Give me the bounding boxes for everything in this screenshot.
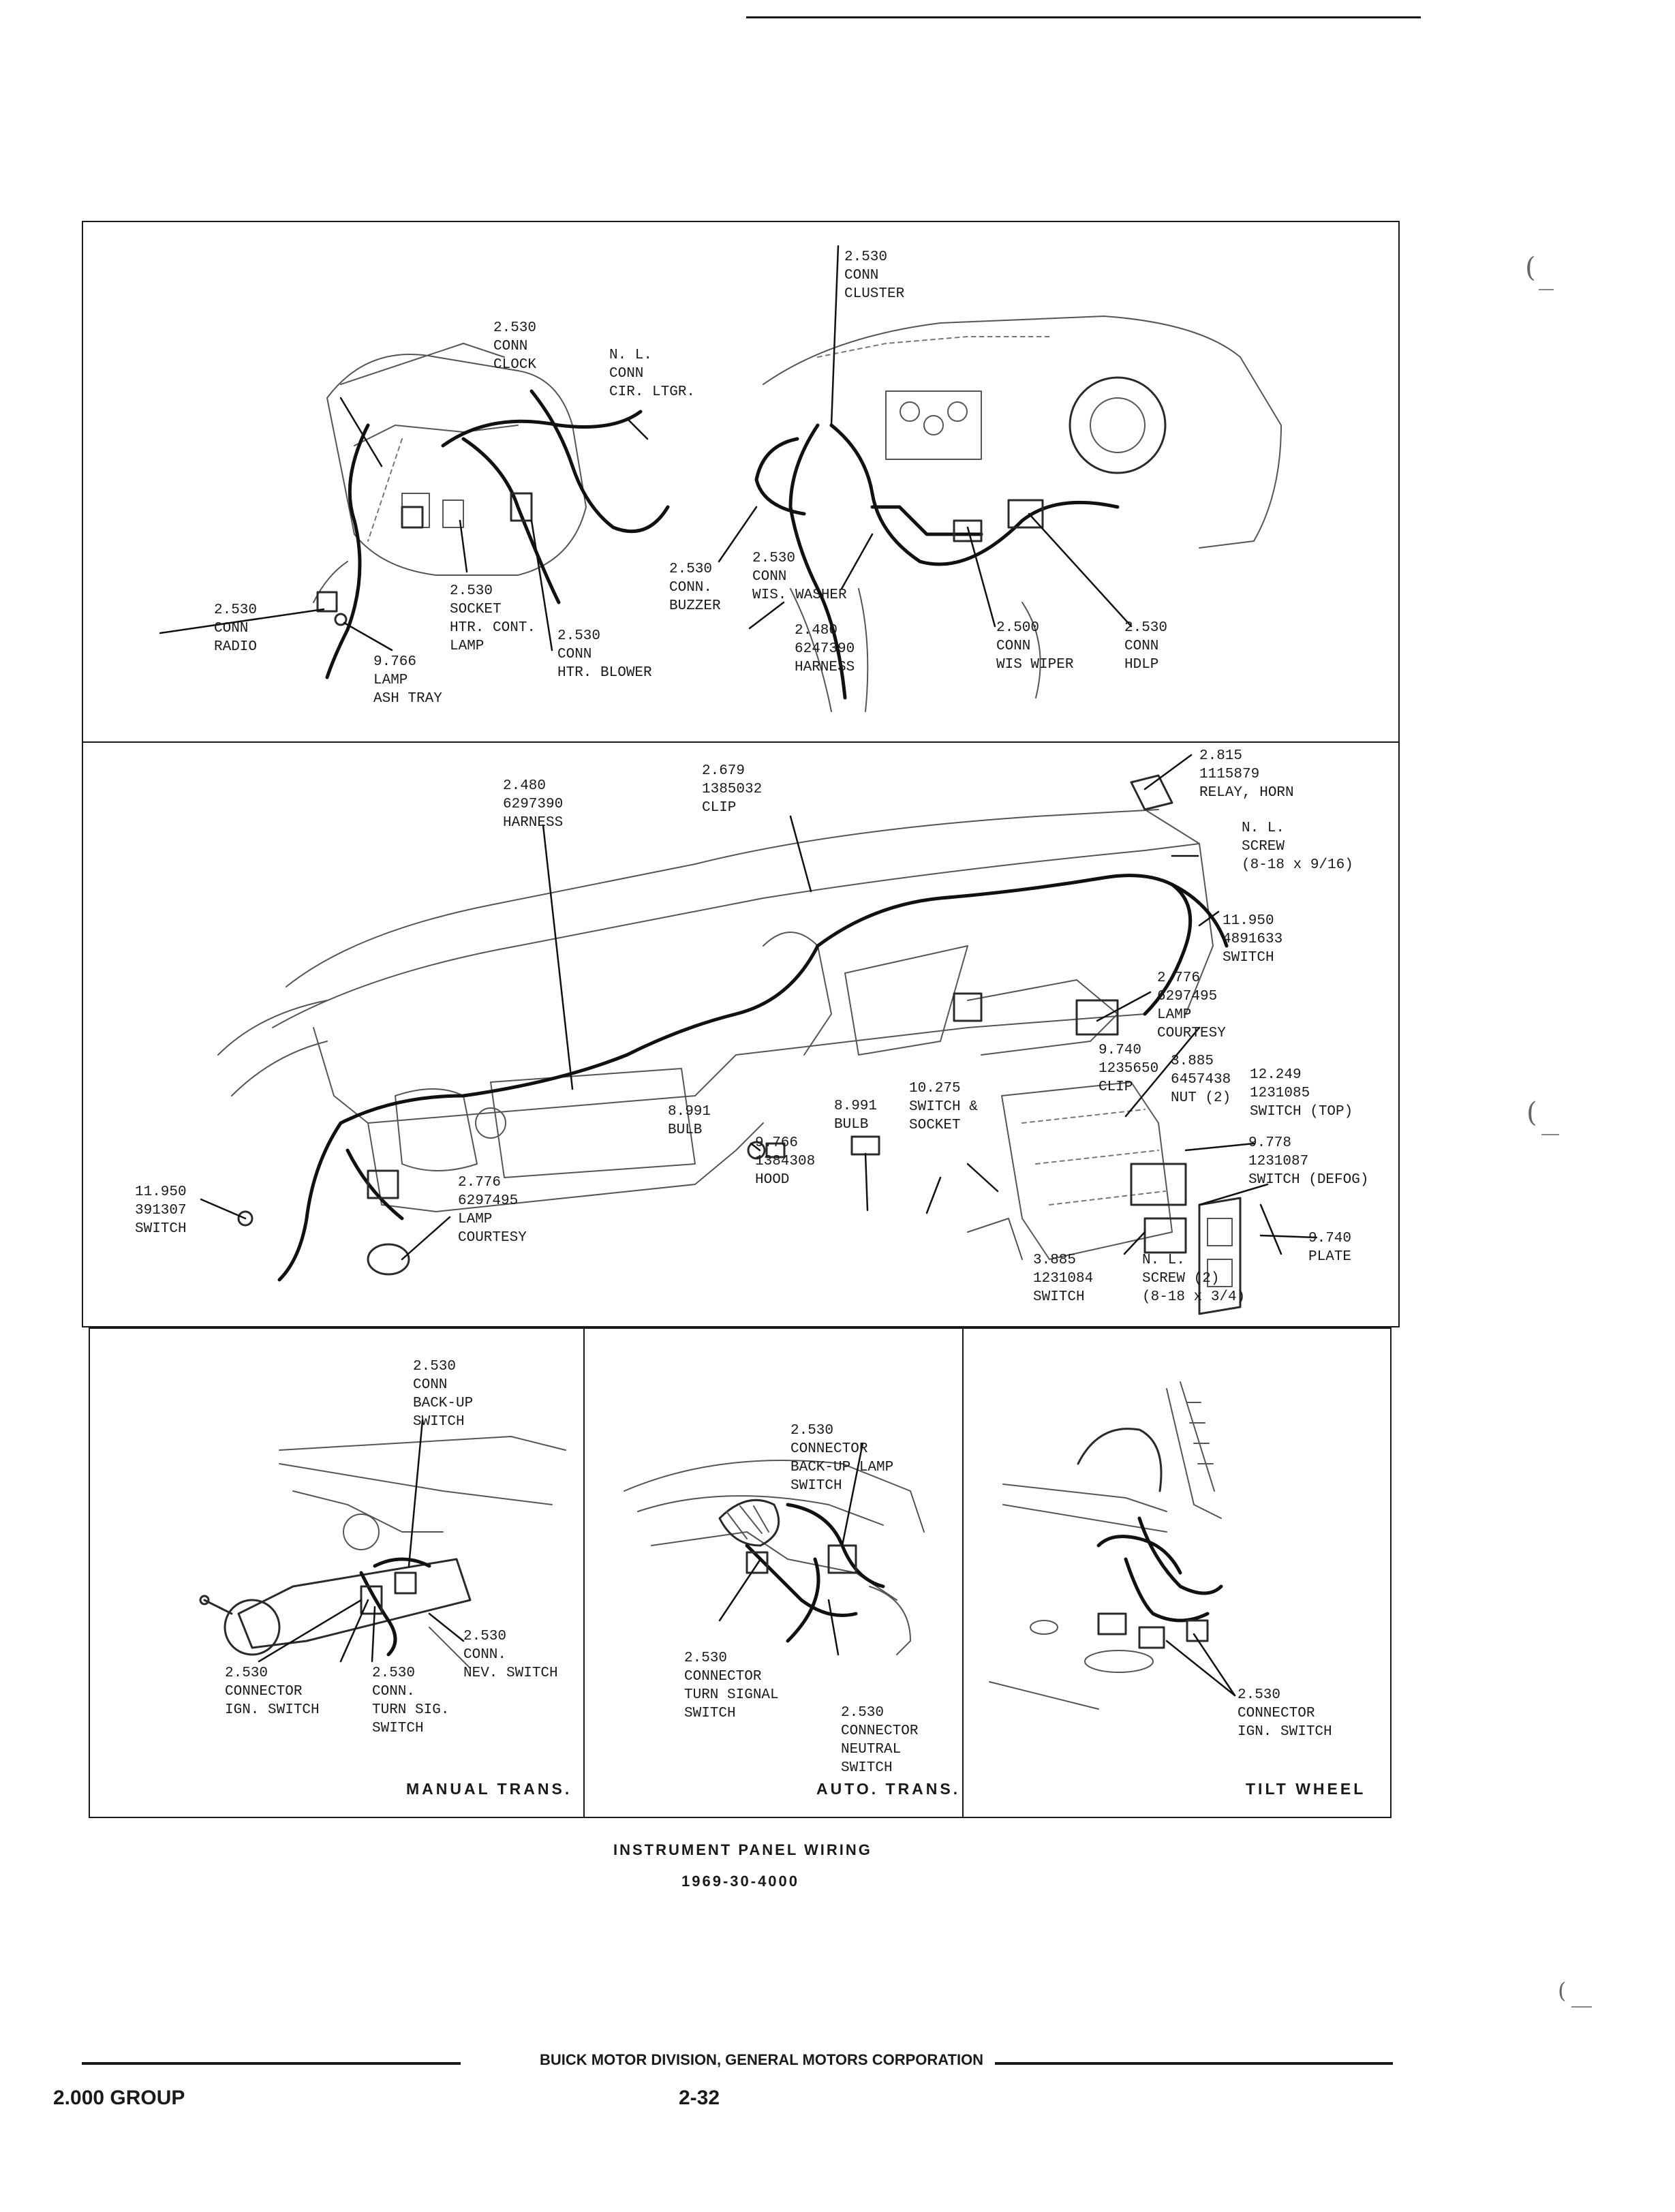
caption-tilt-wheel: TILT WHEEL (1246, 1780, 1366, 1798)
label-bulb-right: 8.991 BULB (834, 1099, 878, 1133)
margin-mark-2: ( (1526, 1097, 1537, 1128)
label-switch-1231084: 3.885 1231084 SWITCH (1033, 1253, 1094, 1305)
footer-group: 2.000 GROUP (53, 2087, 185, 2109)
footer-page-number: 2-32 (679, 2087, 720, 2109)
label-conn-clock: 2.530 CONN CLOCK (493, 320, 537, 373)
label-conn-nev-switch: 2.530 CONN. NEV. SWITCH (463, 1629, 558, 1681)
label-conn-wis-wiper: 2.500 CONN WIS WIPER (996, 620, 1074, 673)
middle-panel-illustration (200, 754, 1318, 1315)
margin-dash-2 (1541, 1134, 1559, 1135)
manual-trans-illustration (199, 1419, 566, 1669)
top-panel-illustration (159, 245, 1282, 712)
label-conn-buzzer: 2.530 CONN. BUZZER (669, 562, 721, 614)
footer-rule-right (995, 2062, 1393, 2065)
label-conn-cluster: 2.530 CONN CLUSTER (844, 249, 905, 302)
label-relay-horn: 2.815 1115879 RELAY, HORN (1199, 748, 1294, 801)
auto-trans-illustration (624, 1442, 925, 1656)
label-screw-8-18-9-16: N. L. SCREW (8-18 x 9/16) (1242, 820, 1353, 873)
footer-publisher: BUICK MOTOR DIVISION, GENERAL MOTORS COR… (540, 2051, 984, 2068)
label-plate: 9.740 PLATE (1308, 1231, 1352, 1265)
label-switch-4891633: 11.950 4891633 SWITCH (1223, 913, 1283, 966)
label-switch-socket: 10.275 SWITCH & SOCKET (909, 1081, 978, 1133)
label-hood-1384308: 9.766 1384308 HOOD (755, 1135, 816, 1188)
label-switch-391307: 11.950 391307 SWITCH (135, 1184, 187, 1237)
label-socket-htr-cont-lamp: 2.530 SOCKET HTR. CONT. LAMP (450, 583, 536, 654)
caption-manual-trans: MANUAL TRANS. (406, 1780, 572, 1798)
label-connector-turn-signal-switch: 2.530 CONNECTOR TURN SIGNAL SWITCH (684, 1650, 779, 1721)
label-connector-backup-lamp-switch: 2.530 CONNECTOR BACK-UP LAMP SWITCH (790, 1423, 894, 1494)
label-connector-neutral-switch: 2.530 CONNECTOR NEUTRAL SWITCH (841, 1705, 919, 1776)
label-screw-8-18-3-4: N. L. SCREW (2) (8-18 x 3/4) (1142, 1253, 1246, 1305)
margin-mark-3: ( (1558, 1978, 1567, 2003)
label-conn-backup-switch: 2.530 CONN BACK-UP SWITCH (413, 1359, 474, 1430)
label-harness-6247390: 2.480 6247390 HARNESS (795, 623, 855, 675)
label-lamp-courtesy-right: 2.776 6297495 LAMP COURTESY (1157, 970, 1226, 1041)
caption-auto-trans: AUTO. TRANS. (816, 1780, 961, 1798)
label-conn-hdlp: 2.530 CONN HDLP (1124, 620, 1168, 673)
label-lamp-courtesy-left: 2.776 6297495 LAMP COURTESY (458, 1175, 527, 1246)
label-connector-ign-switch-manual: 2.530 CONNECTOR IGN. SWITCH (225, 1665, 320, 1718)
figure-title: INSTRUMENT PANEL WIRING (613, 1841, 872, 1858)
label-harness-6297390: 2.480 6297390 HARNESS (503, 778, 564, 831)
margin-dash-3 (1571, 2006, 1592, 2008)
label-conn-turn-sig-switch: 2.530 CONN. TURN SIG. SWITCH (372, 1665, 450, 1736)
label-nut-6457438: 3.885 6457438 NUT (2) (1171, 1054, 1231, 1106)
label-conn-htr-blower: 2.530 CONN HTR. BLOWER (557, 628, 652, 681)
label-conn-wis-washer: 2.530 CONN WIS. WASHER (752, 551, 847, 603)
margin-mark-1: ( (1525, 252, 1536, 283)
label-switch-top: 12.249 1231085 SWITCH (TOP) (1250, 1067, 1353, 1120)
diagram-frame-middle (82, 741, 1400, 1327)
label-conn-cir-ltgr: N. L. CONN CIR. LTGR. (609, 348, 696, 400)
header-rule (746, 16, 1421, 18)
figure-code: 1969-30-4000 (681, 1873, 800, 1890)
label-conn-radio: 2.530 CONN RADIO (214, 602, 258, 655)
label-clip-1235650: 9.740 1235650 CLIP (1098, 1043, 1159, 1095)
label-switch-defog: 9.778 1231087 SWITCH (DEFOG) (1248, 1135, 1369, 1188)
footer-rule-left (82, 2062, 461, 2065)
label-bulb-left: 8.991 BULB (668, 1104, 711, 1138)
margin-dash-1 (1539, 289, 1554, 290)
label-lamp-ash-tray: 9.766 LAMP ASH TRAY (373, 654, 442, 707)
diagram-frame-tilt (962, 1327, 1392, 1818)
label-clip-1385032: 2.679 1385032 CLIP (702, 763, 763, 816)
tilt-wheel-illustration (989, 1381, 1236, 1710)
label-connector-ign-switch-tilt: 2.530 CONNECTOR IGN. SWITCH (1238, 1687, 1332, 1740)
